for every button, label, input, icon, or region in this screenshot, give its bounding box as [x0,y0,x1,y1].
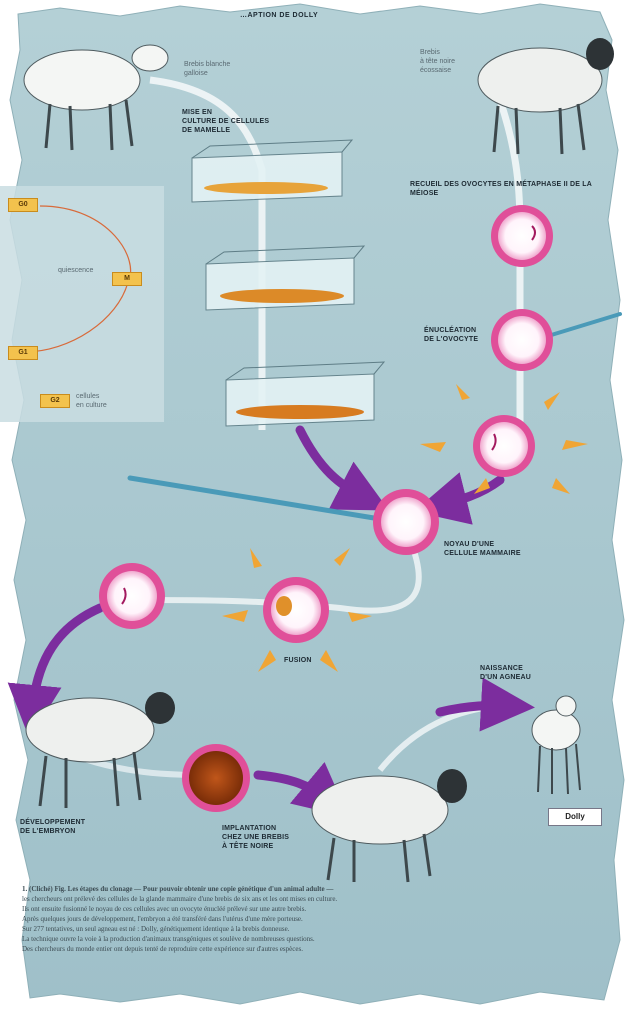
caption-line: Sur 277 tentatives, un seul agneau est n… [22,924,612,934]
cycle-box-g0: G0 [8,198,38,212]
label-oocyte-retrieval: RECUEIL DES OVOCYTES EN MÉTAPHASE II DE … [410,180,620,198]
caption-line: 1. (Cliché) Fig. Les étapes du clonage —… [22,884,612,894]
label-embryo-development: DÉVELOPPEMENT DE L'EMBRYON [20,818,130,836]
fusion-cell [373,489,439,555]
label-enucleation: ÉNUCLÉATION DE L'OVOCYTE [424,326,494,344]
label-udder-cells: MISE EN CULTURE DE CELLULES DE MAMELLE [182,108,302,135]
electro-cell [99,563,165,629]
caption-line: les chercheurs ont prélevé des cellules … [22,894,612,904]
cycle-note-cultured: cellules en culture [76,392,136,410]
caption-line: La technique ouvre la voie à la producti… [22,934,612,944]
fused-cell [263,577,329,643]
cycle-note-quiescence: quiescence [58,266,108,275]
page-title: …APTION DE DOLLY [240,12,318,19]
caption-line: Des chercheurs du monde entier ont depui… [22,944,612,954]
caption-text: 1. (Cliché) Fig. Les étapes du clonage —… [22,884,612,954]
caption-line: Après quelques jours de développement, l… [22,914,612,924]
label-nucleus-transfer: NOYAU D'UNE CELLULE MAMMAIRE [444,540,534,558]
cycle-box-g2: G2 [40,394,70,408]
embryo-cell [182,744,250,812]
cycle-box-m: M [112,272,142,286]
label-left-sheep: Brebis blanche galloise [184,60,264,78]
oocyte-cell-3 [473,415,535,477]
caption-line: Ils ont ensuite fusionné le noyau de ces… [22,904,612,914]
cell-cycle-inset [0,186,164,422]
cycle-box-g1: G1 [8,346,38,360]
label-implantation: IMPLANTATION CHEZ UNE BREBIS À TÊTE NOIR… [222,824,322,851]
label-birth: NAISSANCE D'UN AGNEAU [480,664,560,682]
label-right-sheep: Brebis à tête noire écossaise [420,48,490,75]
oocyte-cell-1 [491,205,553,267]
label-fusion: FUSION [284,656,324,665]
dolly-label: Dolly [548,808,602,826]
oocyte-cell-2 [491,309,553,371]
